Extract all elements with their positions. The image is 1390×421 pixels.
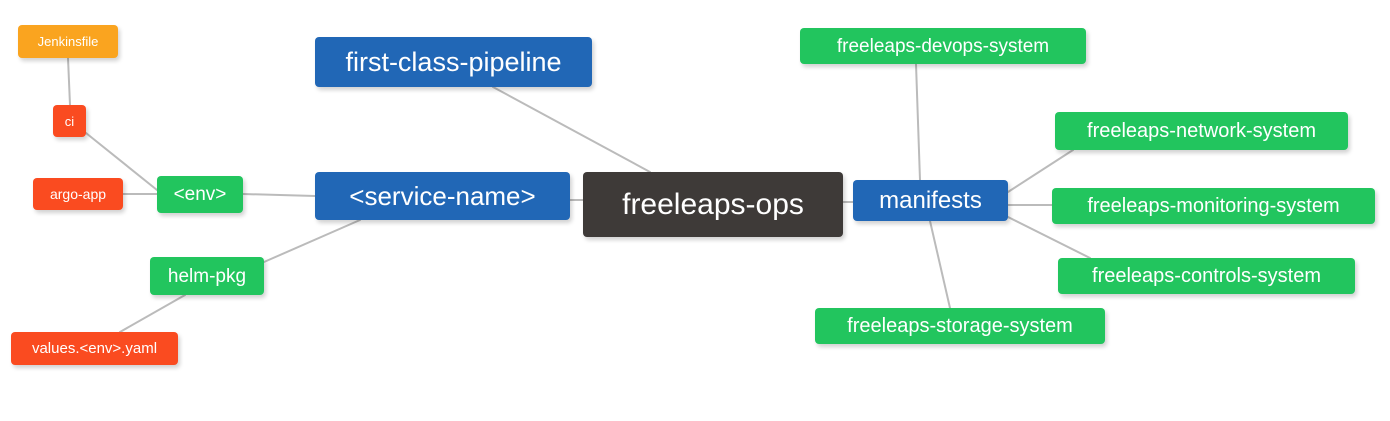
node-service-name[interactable]: <service-name> <box>315 172 570 220</box>
edge-manifests-to-freeleaps-devops-system <box>915 63 921 181</box>
edge-jenkinsfile-to-ci <box>67 57 71 106</box>
node-label-service-name: <service-name> <box>349 181 536 211</box>
node-label-jenkinsfile: Jenkinsfile <box>37 34 99 49</box>
node-helm-pkg[interactable]: helm-pkg <box>150 257 264 295</box>
node-jenkinsfile[interactable]: Jenkinsfile <box>18 25 118 58</box>
node-label-env: <env> <box>173 184 227 205</box>
node-env[interactable]: <env> <box>157 176 243 213</box>
node-label-freeleaps-monitoring-system: freeleaps-monitoring-system <box>1087 195 1340 217</box>
node-label-argo-app: argo-app <box>49 186 107 202</box>
node-label-freeleaps-storage-system: freeleaps-storage-system <box>847 315 1073 337</box>
node-label-first-class-pipeline: first-class-pipeline <box>345 46 562 77</box>
node-freeleaps-controls-system[interactable]: freeleaps-controls-system <box>1058 258 1355 294</box>
edge-helm-pkg-to-service-name <box>263 219 361 263</box>
node-label-manifests: manifests <box>879 186 982 214</box>
edge-env-to-service-name <box>242 193 316 197</box>
node-values-yaml[interactable]: values.<env>.yaml <box>11 332 178 365</box>
node-freeleaps-devops-system[interactable]: freeleaps-devops-system <box>800 28 1086 64</box>
edge-values-yaml-to-helm-pkg <box>119 294 186 333</box>
node-label-freeleaps-ops: freeleaps-ops <box>622 187 804 221</box>
node-freeleaps-monitoring-system[interactable]: freeleaps-monitoring-system <box>1052 188 1375 224</box>
edge-manifests-to-freeleaps-network-system <box>1007 149 1074 193</box>
node-freeleaps-network-system[interactable]: freeleaps-network-system <box>1055 112 1348 150</box>
node-label-ci: ci <box>64 113 75 129</box>
node-freeleaps-ops[interactable]: freeleaps-ops <box>583 172 843 237</box>
node-label-freeleaps-network-system: freeleaps-network-system <box>1087 120 1316 142</box>
node-ci[interactable]: ci <box>53 105 86 137</box>
node-freeleaps-storage-system[interactable]: freeleaps-storage-system <box>815 308 1105 344</box>
edge-manifests-to-freeleaps-storage-system <box>929 220 951 309</box>
edge-first-class-pipeline-to-freeleaps-ops <box>492 86 651 173</box>
node-manifests[interactable]: manifests <box>853 180 1008 221</box>
node-label-helm-pkg: helm-pkg <box>167 265 247 287</box>
node-label-freeleaps-controls-system: freeleaps-controls-system <box>1092 265 1321 287</box>
node-label-values-yaml: values.<env>.yaml <box>31 340 158 357</box>
node-label-freeleaps-devops-system: freeleaps-devops-system <box>836 35 1050 57</box>
node-argo-app[interactable]: argo-app <box>33 178 123 210</box>
node-first-class-pipeline[interactable]: first-class-pipeline <box>315 37 592 87</box>
